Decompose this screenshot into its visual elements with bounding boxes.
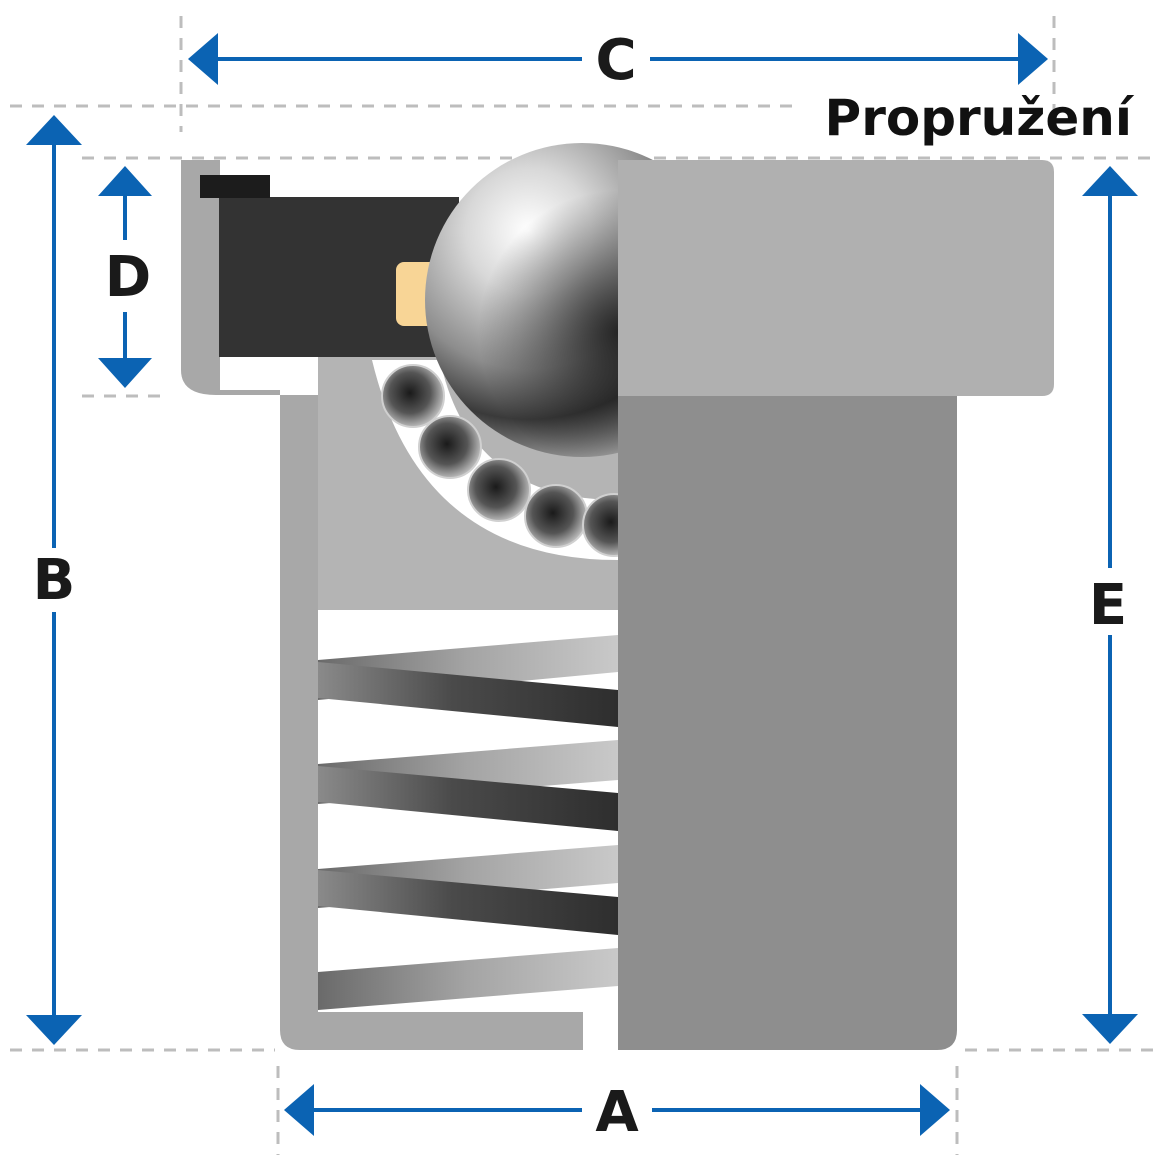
housing	[181, 160, 618, 1050]
dim-b-arrowhead-bottom	[26, 1015, 82, 1045]
spring-coil-4	[318, 766, 618, 831]
dim-c-arrowhead-left	[188, 33, 218, 85]
dim-d-arrowhead-bottom	[98, 358, 152, 388]
support-ball-2	[418, 415, 482, 479]
dimension-e: E	[1082, 166, 1138, 1044]
dim-a-label: A	[595, 1080, 639, 1145]
dimension-b: B	[26, 115, 82, 1045]
spring-coil-7	[318, 948, 618, 1010]
dim-e-label: E	[1089, 573, 1127, 638]
section-cutaway	[618, 160, 1054, 1050]
dim-c-label: C	[595, 28, 636, 93]
spring-coil-2	[318, 662, 618, 727]
section-lower-body	[618, 390, 957, 1050]
section-top-flange	[618, 160, 1054, 396]
dim-a-arrowhead-left	[284, 1084, 314, 1136]
support-balls	[372, 360, 646, 560]
housing-outer-shell	[181, 160, 583, 1050]
dim-c-arrowhead-right	[1018, 33, 1048, 85]
spring-coil-6	[318, 870, 618, 935]
dim-d-arrowhead-top	[98, 166, 152, 196]
dim-e-arrowhead-bottom	[1082, 1014, 1138, 1044]
support-ball-1	[381, 364, 445, 428]
dimension-d: D	[98, 166, 152, 388]
dimension-a: A	[284, 1080, 950, 1145]
diagram-title: Propružení	[825, 89, 1135, 147]
top-seal	[200, 175, 270, 198]
dim-e-arrowhead-top	[1082, 166, 1138, 196]
dim-b-arrowhead-top	[26, 115, 82, 145]
dim-d-label: D	[105, 245, 151, 310]
support-ball-4	[524, 484, 588, 548]
dim-b-label: B	[33, 548, 76, 613]
support-ball-3	[467, 458, 531, 522]
dimension-c: C	[188, 28, 1048, 93]
spring	[318, 635, 618, 1010]
dim-a-arrowhead-right	[920, 1084, 950, 1136]
